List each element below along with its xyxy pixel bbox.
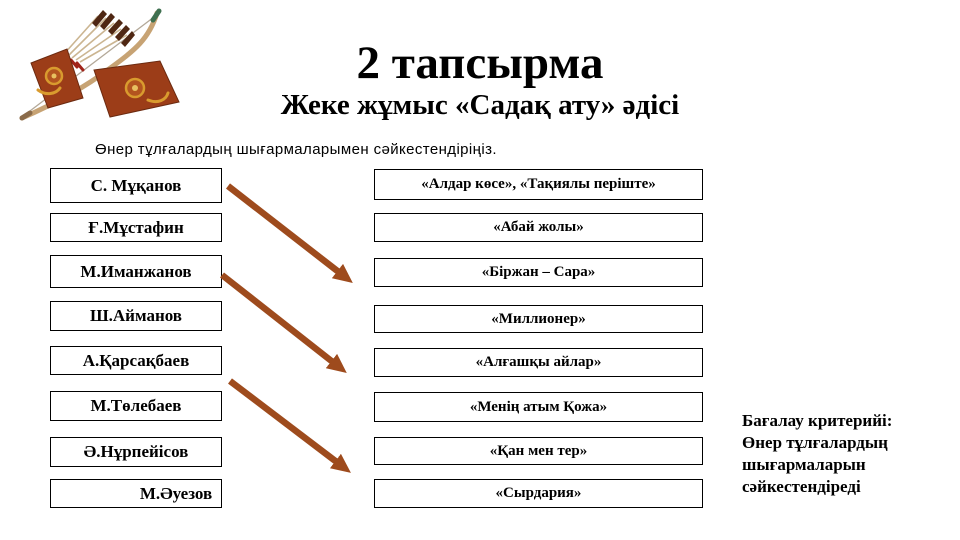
arrow-fletchings [92, 10, 135, 47]
work-box-menin-atym-kozha: «Менің атым Қожа» [374, 392, 703, 422]
author-box-tolebaev: М.Төлебаев [50, 391, 222, 421]
work-box-birzhan-sara: «Біржан – Сара» [374, 258, 703, 287]
criteria-block: Бағалау критерийі: Өнер тұлғалардың шыға… [742, 410, 947, 498]
quiver-ornament-swirl [36, 86, 62, 96]
work-box-kan-men-ter: «Қан мен тер» [374, 437, 703, 465]
connection-arrow-2 [219, 272, 347, 374]
bow-tip-top [150, 8, 162, 23]
criteria-line-2: Өнер тұлғалардың [742, 433, 888, 452]
author-box-imanzhanov: М.Иманжанов [50, 255, 222, 288]
criteria-line-4: сәйкестендіреді [742, 477, 861, 496]
connection-arrow-3 [228, 378, 351, 473]
work-box-millioner: «Миллионер» [374, 305, 703, 333]
bow-quiver-image [19, 8, 180, 121]
work-box-algashky-ailar: «Алғашқы айлар» [374, 348, 703, 377]
slide-subtitle: Жеке жұмыс «Садақ ату» әдісі [280, 89, 680, 121]
author-box-auezov: М.Әуезов [50, 479, 222, 508]
criteria-line-1: Бағалау критерийі: [742, 411, 893, 430]
bow-case-swirl [146, 91, 170, 104]
bow-case-medallion-dot [132, 85, 138, 91]
author-box-aimanov: Ш.Айманов [50, 301, 222, 331]
author-box-nurpeisov: Ә.Нұрпейісов [50, 437, 222, 467]
work-box-abai-zholy: «Абай жолы» [374, 213, 703, 242]
quiver-medallion-dot [51, 73, 57, 79]
connection-arrow-1 [226, 183, 353, 283]
author-box-mustafin: Ғ.Мұстафин [50, 213, 222, 242]
author-box-karsakbaev: А.Қарсақбаев [50, 346, 222, 375]
criteria-line-3: шығармаларын [742, 455, 866, 474]
bow-tip-bottom [19, 110, 33, 121]
work-box-aldar-kose: «Алдар көсе», «Тақиялы періште» [374, 169, 703, 200]
slide-title: 2 тапсырма [356, 37, 604, 89]
instruction-text: Өнер тұлғалардың шығармаларымен сәйкесте… [95, 141, 497, 158]
work-box-syrdaria: «Сырдария» [374, 479, 703, 508]
author-box-mukanov: С. Мұқанов [50, 168, 222, 203]
